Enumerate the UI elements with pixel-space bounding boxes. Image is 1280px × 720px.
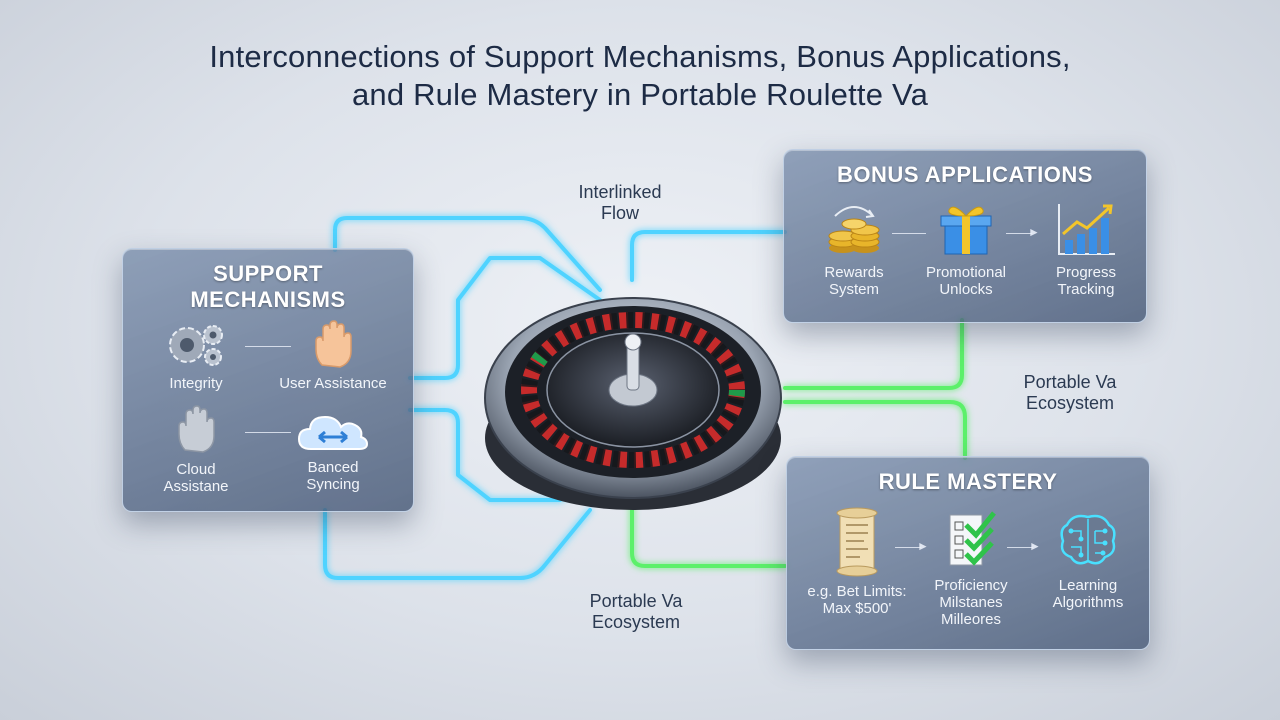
progress-tracking-node: Progress Tracking bbox=[1034, 200, 1138, 298]
learning-label-1: Learning bbox=[1058, 577, 1118, 594]
proficiency-node: Proficiency Milstanes Milleores bbox=[919, 509, 1023, 628]
promotional-unlocks-node: Promotional Unlocks bbox=[912, 200, 1020, 298]
title-line-2: and Rule Mastery in Portable Roulette Va bbox=[351, 77, 929, 112]
support-panel-title: SUPPORT MECHANISMS bbox=[190, 261, 346, 312]
checklist-icon bbox=[949, 511, 996, 566]
ecosystem-label-bottom: Portable Va Ecosystem bbox=[589, 591, 683, 632]
user-assistance-node: User Assistance bbox=[271, 319, 395, 392]
integrity-label: Integrity bbox=[169, 375, 223, 392]
user-assistance-label: User Assistance bbox=[279, 375, 387, 392]
bet-limits-label-1: e.g. Bet Limits: bbox=[807, 583, 907, 600]
support-connector-1 bbox=[245, 346, 291, 347]
bonus-arrow-2: ► bbox=[1028, 225, 1040, 239]
promo-label-2: Unlocks bbox=[939, 281, 993, 298]
rewards-system-node: Rewards System bbox=[804, 200, 904, 298]
rule-mastery-panel: RULE MASTERY e.g. Bet Limits: Max $500' … bbox=[786, 456, 1150, 650]
wheel-black-pockets bbox=[521, 312, 745, 468]
rule-arrow-1: ► bbox=[917, 539, 929, 553]
bet-limits-node: e.g. Bet Limits: Max $500' bbox=[795, 505, 919, 617]
proficiency-label-3: Milleores bbox=[940, 611, 1001, 628]
rule-arrow-2: ► bbox=[1029, 539, 1041, 553]
support-mechanisms-panel: SUPPORT MECHANISMS Integrity User Assist… bbox=[122, 248, 414, 512]
growth-chart-icon bbox=[1058, 204, 1115, 255]
wire-support-bottom bbox=[323, 508, 592, 580]
proficiency-label-2: Milstanes bbox=[939, 594, 1003, 611]
bonus-connector-1 bbox=[892, 233, 926, 234]
support-connector-2 bbox=[245, 432, 291, 433]
learning-label-2: Algorithms bbox=[1052, 594, 1124, 611]
rule-panel-title: RULE MASTERY bbox=[878, 469, 1058, 494]
cloud-sync-icon bbox=[297, 415, 369, 450]
progress-label-1: Progress bbox=[1055, 264, 1117, 281]
banced-syncing-label-1: Banced bbox=[307, 459, 359, 476]
cloud-assistance-label-2: Assistane bbox=[163, 478, 229, 495]
hand-icon bbox=[315, 320, 352, 368]
wire-bonus-top bbox=[630, 230, 787, 282]
cloud-assistance-label-1: Cloud bbox=[176, 461, 216, 478]
title-line-1: Interconnections of Support Mechanisms, … bbox=[209, 39, 1071, 74]
rule-connector-2 bbox=[1007, 547, 1033, 548]
proficiency-label-1: Proficiency bbox=[934, 577, 1008, 594]
wire-bonus-down bbox=[783, 318, 964, 390]
integrity-node: Integrity bbox=[141, 319, 251, 392]
wheel-knob bbox=[624, 333, 642, 351]
roulette-wheel bbox=[484, 297, 782, 510]
gears-icon bbox=[169, 325, 223, 366]
rewards-label-1: Rewards bbox=[824, 264, 884, 281]
gift-icon bbox=[940, 206, 992, 255]
rule-connector-1 bbox=[895, 547, 921, 548]
wire-rules-bottom bbox=[630, 503, 787, 568]
wheel-green-pocket bbox=[521, 312, 745, 468]
interlinked-flow-label: Interlinked Flow bbox=[578, 182, 662, 223]
ecosystem-label-right: Portable Va Ecosystem bbox=[1023, 372, 1117, 413]
bonus-connector-2 bbox=[1006, 233, 1032, 234]
wire-support-mid-upper bbox=[408, 256, 602, 380]
promo-label-1: Promotional bbox=[925, 264, 1007, 281]
page-title: Interconnections of Support Mechanisms, … bbox=[0, 38, 1280, 114]
wire-support-top bbox=[333, 216, 602, 292]
learning-algorithms-node: Learning Algorithms bbox=[1035, 509, 1141, 611]
brain-circuit-icon bbox=[1060, 514, 1116, 565]
bonus-applications-panel: BONUS APPLICATIONS Rewards System Promot… bbox=[783, 149, 1147, 323]
wire-support-lower bbox=[408, 408, 602, 502]
progress-label-2: Tracking bbox=[1057, 281, 1115, 298]
coins-icon bbox=[828, 206, 880, 253]
bet-limits-label-2: Max $500' bbox=[822, 600, 892, 617]
cloud-assistance-node: Cloud Assistane bbox=[141, 403, 251, 495]
banced-syncing-node: Banced Syncing bbox=[273, 409, 393, 493]
bonus-panel-title: BONUS APPLICATIONS bbox=[837, 162, 1093, 187]
rewards-label-2: System bbox=[828, 281, 879, 298]
scroll-icon bbox=[836, 507, 878, 577]
hand-gray-icon bbox=[178, 405, 215, 453]
banced-syncing-label-2: Syncing bbox=[306, 476, 360, 493]
wire-rules-up bbox=[783, 400, 967, 460]
